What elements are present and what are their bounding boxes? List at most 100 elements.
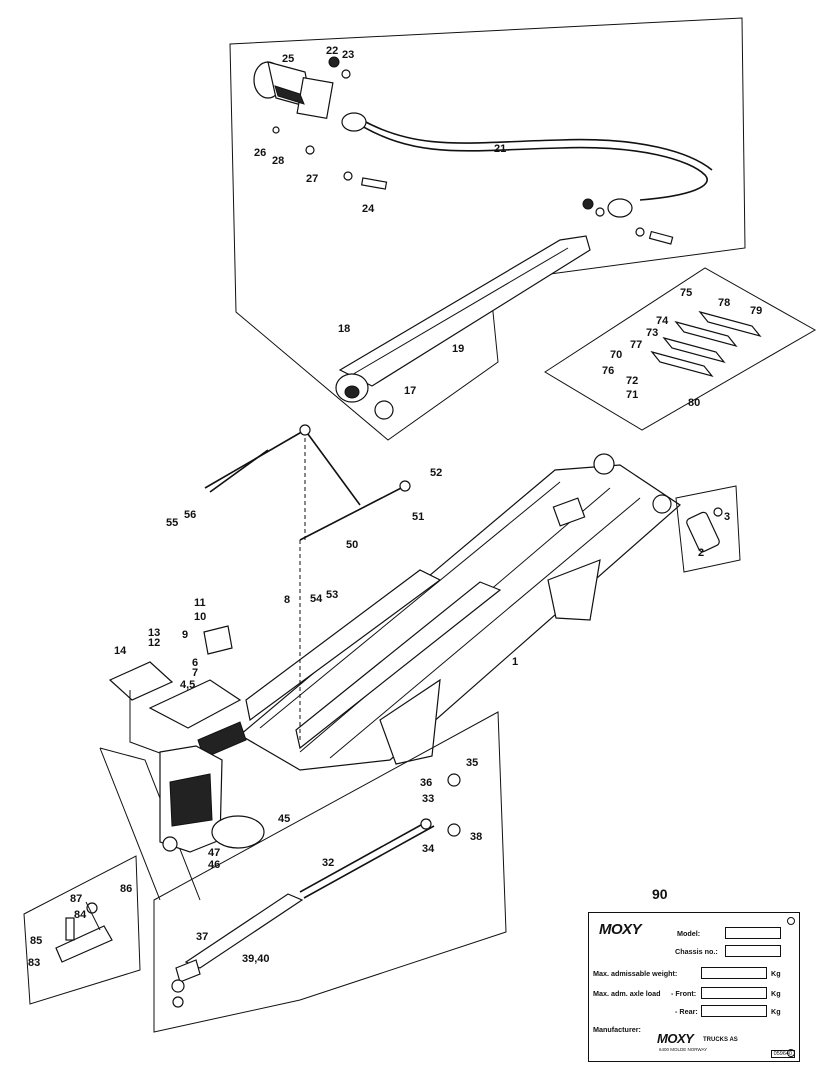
plate-reference-number: 059640 [770, 1050, 795, 1058]
pedal-assembly-part [99, 625, 247, 901]
callout-label: 83 [28, 957, 40, 969]
plate-model-label: Model: [677, 929, 701, 938]
plate-chassis-field [725, 945, 781, 957]
callout-label: 1 [512, 656, 518, 668]
callout-label: 28 [272, 155, 284, 167]
callout-label: 72 [626, 375, 638, 387]
plate-manufacturer-logo: MOXY [657, 1031, 694, 1046]
callout-label: 50 [346, 539, 358, 551]
parking-pedal-part [55, 901, 113, 963]
pin-part [686, 507, 723, 553]
callout-label: 75 [680, 287, 692, 299]
parking-panel-outline [23, 855, 141, 1005]
type-plate: MOXY Model: Chassis no.: Max. admissable… [588, 912, 800, 1062]
callout-label: 19 [452, 343, 464, 355]
callout-label: 10 [194, 611, 206, 623]
callout-label: 73 [646, 327, 658, 339]
callout-label: 53 [326, 589, 338, 601]
link-rod-part [171, 773, 461, 1008]
callout-label: 35 [466, 757, 478, 769]
callout-label: 56 [184, 509, 196, 521]
callout-label: 70 [610, 349, 622, 361]
callout-label: 25 [282, 53, 294, 65]
callout-label: 37 [196, 931, 208, 943]
main-frame-part [238, 453, 681, 771]
callout-label: 24 [362, 203, 375, 215]
callout-label: 2 [698, 547, 704, 559]
callout-label: 76 [602, 365, 614, 377]
callout-label: 8 [284, 594, 290, 606]
callout-label: 13 [148, 627, 160, 639]
callout-label: 7 [192, 667, 198, 679]
callout-label: 74 [656, 315, 669, 327]
plate-axle-label: Max. adm. axle load [593, 989, 661, 998]
callout-label: 77 [630, 339, 642, 351]
callout-label: 45 [278, 813, 290, 825]
plate-rivet-hole [787, 917, 795, 925]
callout-label: 34 [422, 843, 435, 855]
callout-label: 46 [208, 859, 220, 871]
link-rod-panel-outline [153, 711, 507, 1033]
callout-label: 52 [430, 467, 442, 479]
pin-panel-outline [675, 485, 741, 573]
callout-label: 86 [120, 883, 132, 895]
plate-rear-field [701, 1005, 767, 1017]
callout-label: 6 [192, 657, 198, 669]
callout-label: 54 [310, 593, 323, 605]
plate-address: 6400 MOLDE NORWAY [659, 1047, 708, 1052]
plate-max-weight-field [701, 967, 767, 979]
callout-label: 22 [326, 45, 338, 57]
rod-assembly-part [204, 424, 411, 740]
plate-chassis-label: Chassis no.: [675, 947, 718, 956]
callout-label: 55 [166, 517, 178, 529]
callout-label: 38 [470, 831, 482, 843]
callout-label: 87 [70, 893, 82, 905]
cable-part [341, 112, 713, 218]
callout-label: 33 [422, 793, 434, 805]
callout-label: 71 [626, 389, 638, 401]
callout-label: 18 [338, 323, 350, 335]
callout-label: 23 [342, 49, 354, 61]
plate-front-field [701, 987, 767, 999]
plate-manufacturer-label: Manufacturer: [593, 1025, 641, 1034]
callout-label: 32 [322, 857, 334, 869]
lower-bracket-part [159, 745, 265, 853]
callout-label: 80 [688, 397, 700, 409]
callout-label: 51 [412, 511, 424, 523]
callout-label: 84 [74, 909, 87, 921]
callout-label: 12 [148, 637, 160, 649]
plate-model-field [725, 927, 781, 939]
figure-number: 90 [652, 886, 668, 902]
callout-labels: 1 2 3 4,5 6 7 8 9 10 11 12 13 14 17 18 1… [28, 45, 762, 969]
plate-max-weight-unit: Kg [771, 969, 781, 978]
callout-label: 36 [420, 777, 432, 789]
plate-rear-unit: Kg [771, 1007, 781, 1016]
callout-label: 11 [194, 597, 206, 609]
callout-label: 47 [208, 847, 220, 859]
wear-plate-panel-outline [544, 267, 817, 431]
motor-part [253, 61, 334, 120]
top-panel-outline [229, 17, 746, 441]
callout-label: 79 [750, 305, 762, 317]
plate-max-weight-label: Max. admissable weight: [593, 969, 678, 978]
callout-label: 85 [30, 935, 42, 947]
callout-label: 14 [114, 645, 127, 657]
wear-plates-part [650, 310, 762, 378]
top-hardware [272, 56, 674, 245]
plate-rear-label: - Rear: [675, 1007, 698, 1016]
callout-label: 3 [724, 511, 730, 523]
plate-brand-logo: MOXY [599, 921, 642, 938]
callout-label: 27 [306, 173, 318, 185]
callout-label: 21 [494, 143, 506, 155]
plate-front-unit: Kg [771, 989, 781, 998]
plate-front-label: - Front: [671, 989, 697, 998]
tipping-arm-part [335, 235, 591, 420]
callout-label: 4,5 [180, 679, 195, 691]
callout-label: 39,40 [242, 953, 270, 965]
plate-manufacturer-suffix: TRUCKS AS [703, 1037, 738, 1043]
callout-label: 26 [254, 147, 266, 159]
callout-label: 9 [182, 629, 188, 641]
callout-label: 17 [404, 385, 416, 397]
callout-label: 78 [718, 297, 730, 309]
